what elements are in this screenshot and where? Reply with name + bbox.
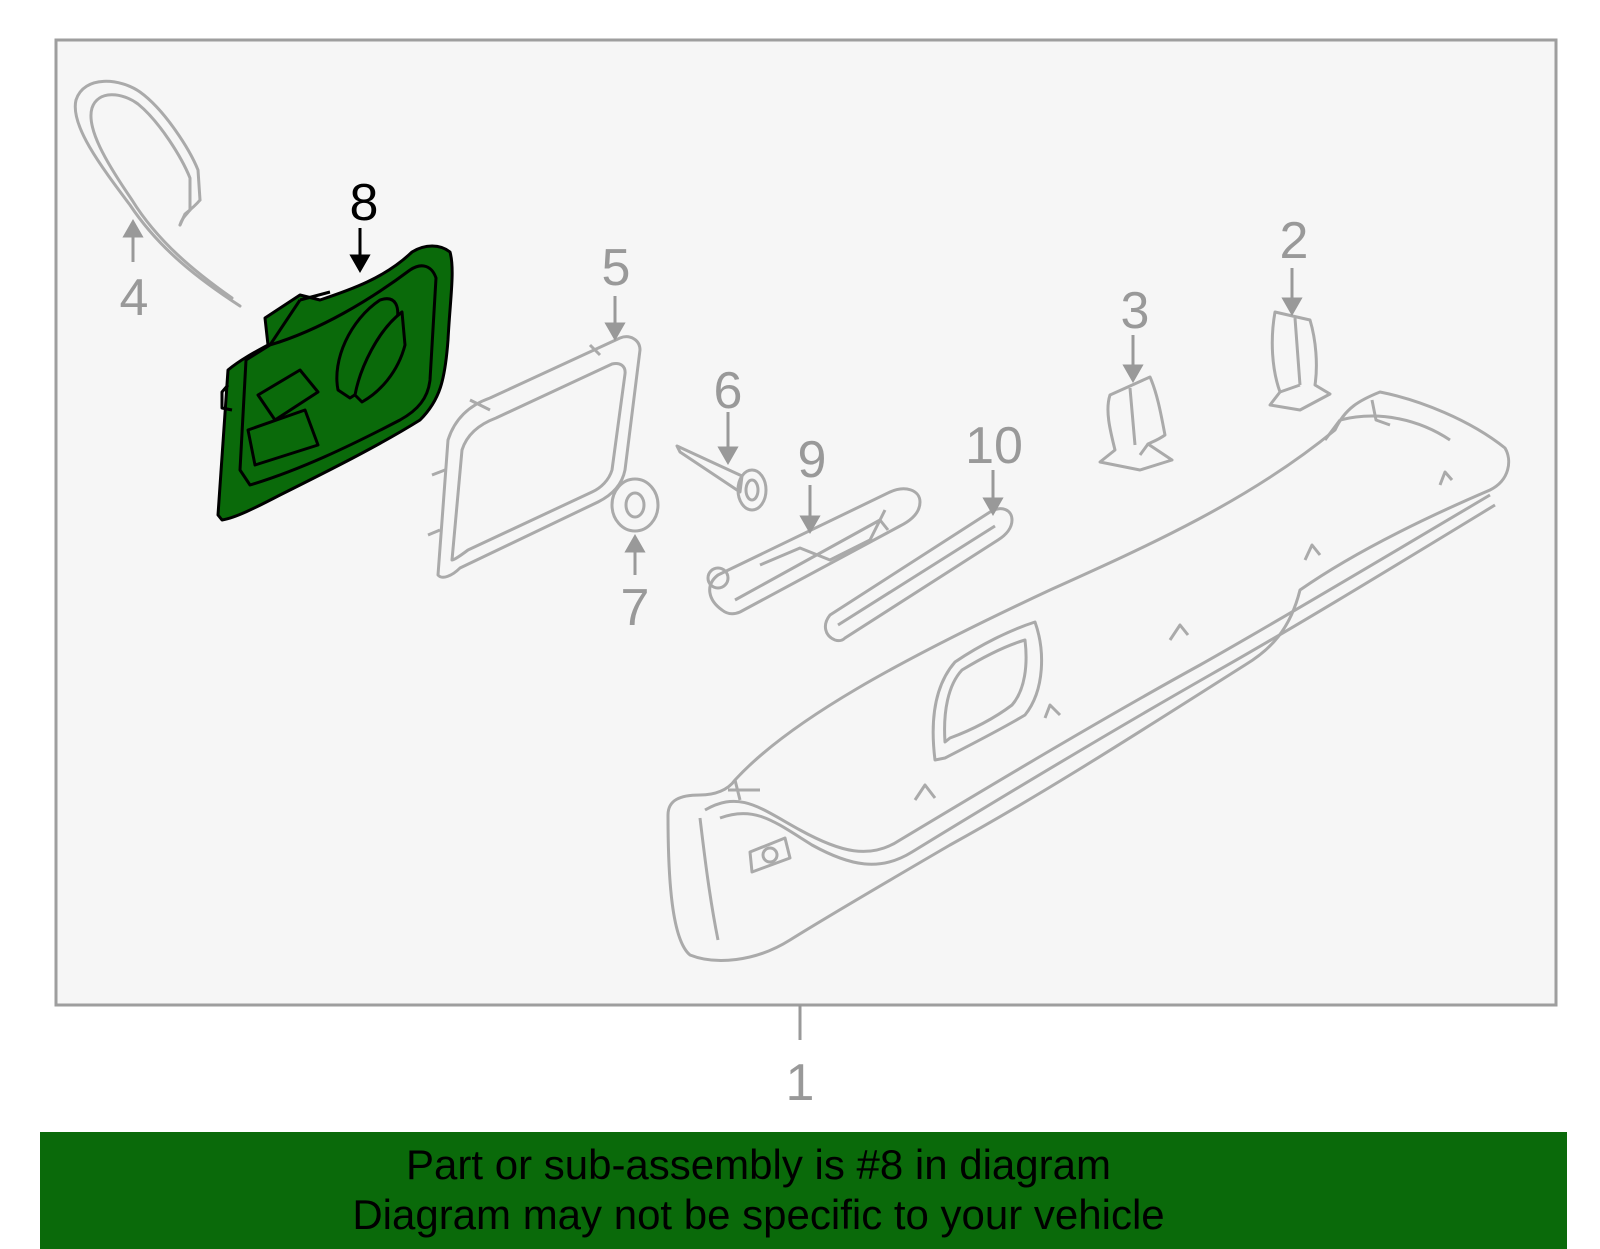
part-6-screw (675, 444, 768, 512)
callout-5: 5 (602, 239, 631, 297)
part-2-clip (1268, 310, 1332, 412)
callout-9: 9 (798, 431, 827, 489)
part-8-fuel-door-housing (216, 244, 454, 522)
callout-6: 6 (714, 362, 743, 420)
banner-line-disclaimer: Diagram may not be specific to your vehi… (352, 1191, 1165, 1238)
part-7-washer (610, 477, 660, 533)
callout-2: 2 (1280, 212, 1309, 270)
callout-7: 7 (621, 579, 650, 637)
part-1-glove-box-assembly (666, 390, 1511, 962)
part-4-cable (73, 79, 242, 308)
callout-4: 4 (120, 269, 149, 327)
callout-3: 3 (1121, 282, 1150, 340)
info-banner: Part or sub-assembly is #8 in diagram Di… (40, 1132, 1567, 1249)
part-5-bezel (427, 335, 642, 579)
callout-8: 8 (350, 174, 379, 232)
part-9-bracket (706, 487, 922, 616)
callout-10: 10 (965, 417, 1023, 475)
banner-line-part: Part or sub-assembly is #8 in diagram (406, 1141, 1111, 1188)
part-3-clip (1098, 375, 1174, 472)
callout-1: 1 (786, 1054, 815, 1112)
part-10-strip (823, 507, 1014, 643)
callout-leaders (122, 218, 1303, 575)
